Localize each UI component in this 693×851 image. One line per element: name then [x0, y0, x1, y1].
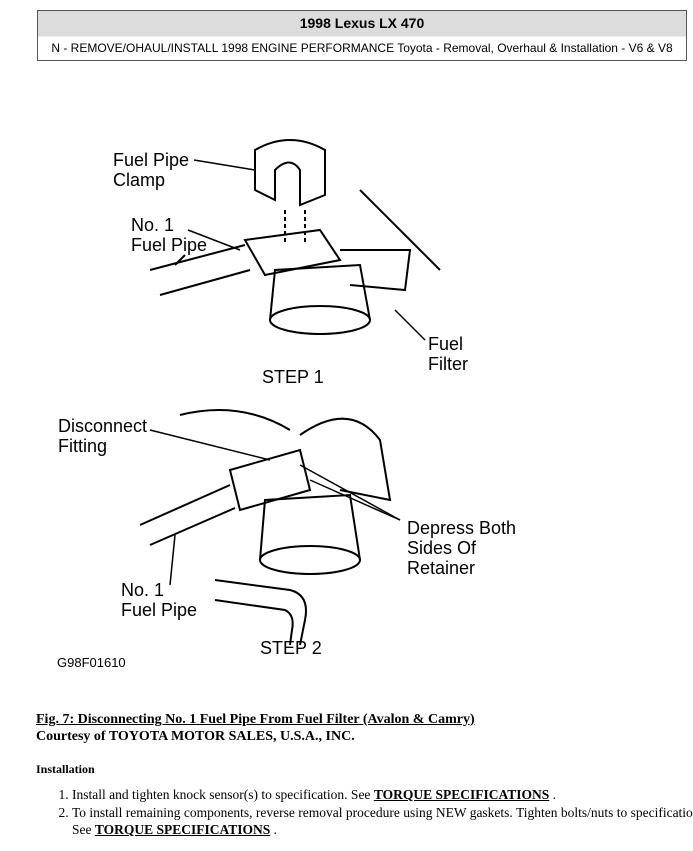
step-text: Install and tighten knock sensor(s) to s… — [72, 787, 374, 802]
section-heading: Installation — [36, 762, 95, 776]
figure-illustration: Fuel Pipe Clamp No. 1 Fuel Pipe Fuel Fil… — [0, 70, 693, 680]
step-text-end: . — [549, 787, 556, 802]
label-no1-fuel-pipe-step2: No. 1 Fuel Pipe — [121, 580, 198, 620]
label-step-1: STEP 1 — [262, 367, 324, 387]
label-fuel-pipe-clamp: Fuel Pipe Clamp — [113, 150, 190, 190]
list-item: Install and tighten knock sensor(s) to s… — [72, 786, 693, 803]
figure-caption: Fig. 7: Disconnecting No. 1 Fuel Pipe Fr… — [36, 712, 475, 727]
installation-steps: Install and tighten knock sensor(s) to s… — [36, 786, 693, 839]
label-fuel-filter: Fuel Filter — [428, 334, 468, 374]
torque-specifications-link[interactable]: TORQUE SPECIFICATIONS — [94, 822, 271, 837]
figure-courtesy: Courtesy of TOYOTA MOTOR SALES, U.S.A., … — [36, 729, 355, 744]
label-depress-retainer: Depress Both Sides Of Retainer — [407, 518, 517, 578]
step-text: To install remaining components, reverse… — [72, 805, 693, 837]
list-item: To install remaining components, reverse… — [72, 804, 693, 838]
label-disconnect-fitting: Disconnect Fitting — [58, 416, 148, 456]
label-step-2: STEP 2 — [260, 638, 322, 658]
step-text-end: . — [270, 822, 278, 837]
figure-code: G98F01610 — [57, 655, 126, 670]
torque-specifications-link[interactable]: TORQUE SPECIFICATIONS — [373, 787, 550, 802]
vehicle-title: 1998 Lexus LX 470 — [38, 11, 686, 37]
fuel-filter-drawing — [139, 139, 441, 646]
label-no1-fuel-pipe-step1: No. 1 Fuel Pipe — [131, 215, 208, 255]
document-header: 1998 Lexus LX 470 N - REMOVE/OHAUL/INSTA… — [37, 10, 687, 61]
section-subtitle: N - REMOVE/OHAUL/INSTALL 1998 ENGINE PER… — [51, 41, 673, 55]
